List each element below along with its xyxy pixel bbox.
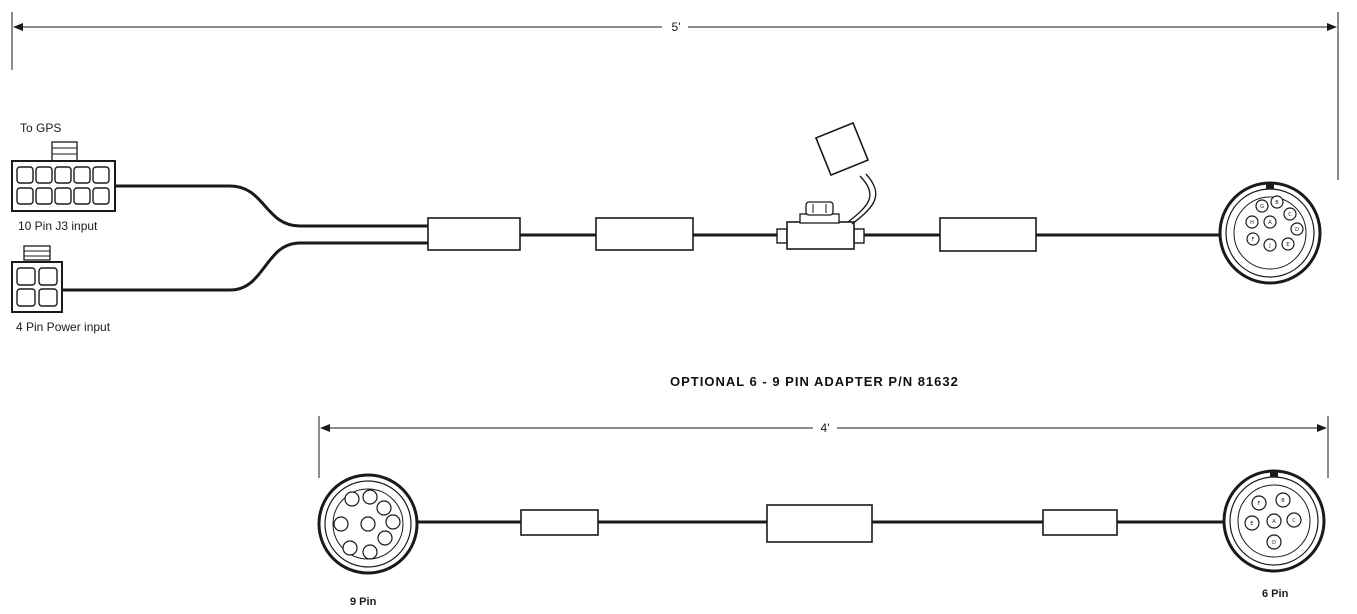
adapter-right-label: 6 Pin <box>1262 588 1289 600</box>
j3-label: 10 Pin J3 input <box>18 219 98 233</box>
pin-label: A <box>1268 220 1272 226</box>
gps-label: To GPS <box>20 121 61 135</box>
adapter-length-label: 4' <box>821 421 830 435</box>
top-dimension: 5' <box>11 12 1339 180</box>
top-round-connector: B C G D A H E J F <box>1218 181 1322 285</box>
pin-label: E <box>1286 242 1289 248</box>
top-cables <box>62 184 1223 292</box>
fuse-holder <box>776 121 877 250</box>
pin-label: B <box>1281 498 1285 504</box>
adapter-6pin-connector: F B A E C D 6 Pin <box>1222 469 1326 600</box>
pin-label: D <box>1272 540 1276 546</box>
pin-label: F <box>1258 501 1261 507</box>
pin-label: A <box>1272 519 1276 525</box>
pin-label: G <box>1260 204 1264 210</box>
j3-connector: To GPS 10 Pin J3 input <box>11 121 116 233</box>
adapter-9pin-connector: 9 Pin <box>317 473 419 608</box>
pin-label: B <box>1275 200 1279 206</box>
power-connector: 4 Pin Power input <box>11 245 111 334</box>
pin-label: H <box>1250 220 1254 226</box>
top-sleeves <box>427 217 1037 252</box>
adapter-sleeves <box>520 504 1118 543</box>
top-length-label: 5' <box>672 20 681 34</box>
pin-label: C <box>1288 212 1292 218</box>
adapter-title: OPTIONAL 6 - 9 PIN ADAPTER P/N 81632 <box>670 374 959 389</box>
pin-label: D <box>1295 227 1299 233</box>
pin-label: F <box>1252 237 1255 243</box>
adapter-left-label: 9 Pin <box>350 596 377 608</box>
pin-label: C <box>1292 518 1296 524</box>
power-label: 4 Pin Power input <box>16 320 111 334</box>
adapter-dimension: 4' <box>318 416 1329 478</box>
pin-label: J <box>1268 243 1270 249</box>
pin-label: E <box>1250 521 1253 527</box>
